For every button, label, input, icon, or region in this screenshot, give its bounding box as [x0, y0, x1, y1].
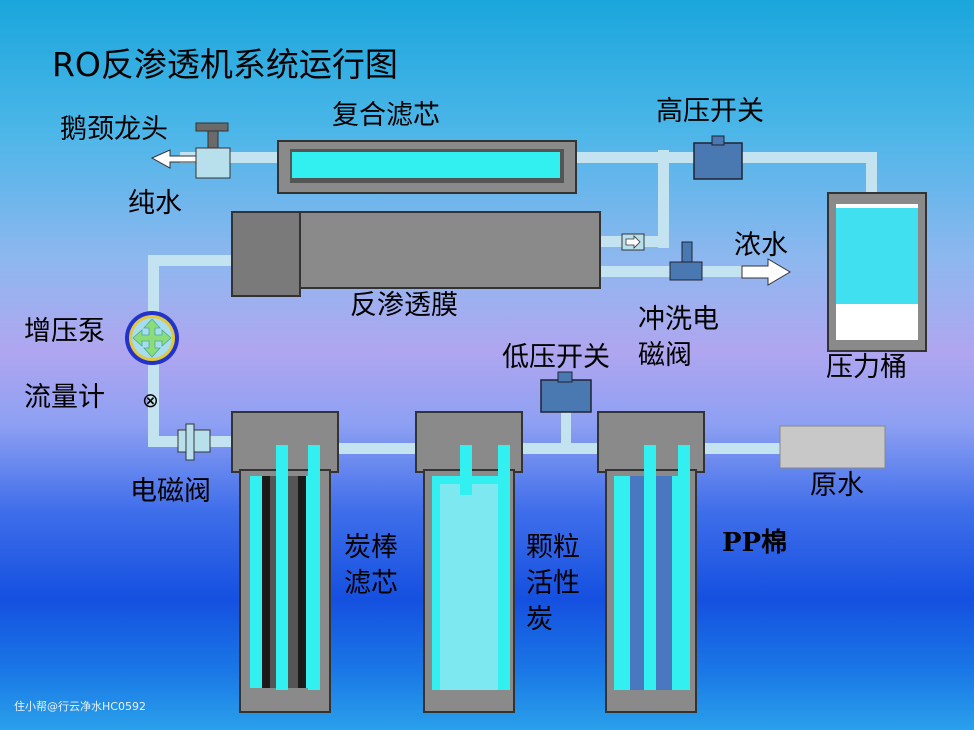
label-flush-valve-2: 磁阀	[638, 340, 692, 371]
label-composite-filter: 复合滤芯	[332, 100, 440, 131]
composite-filter	[277, 140, 577, 194]
diagram-title: RO反渗透机系统运行图	[52, 45, 398, 84]
high-pressure-switch	[693, 142, 743, 180]
label-gooseneck-faucet: 鹅颈龙头	[60, 114, 168, 145]
label-raw-water: 原水	[810, 470, 864, 501]
label-carbon-block-1: 炭棒	[344, 532, 398, 563]
label-solenoid-valve: 电磁阀	[130, 476, 211, 507]
inlet-solenoid-valve	[177, 423, 211, 461]
flush-solenoid-valve	[669, 241, 703, 281]
label-high-pressure-switch: 高压开关	[656, 96, 764, 127]
watermark: 住小帮@行云净水HC0592	[14, 700, 146, 713]
gac-filter	[415, 411, 523, 713]
pp-cotton-filter	[597, 411, 705, 713]
label-pure-water: 纯水	[128, 188, 182, 219]
label-ro-membrane: 反渗透膜	[350, 290, 458, 321]
label-gac-2: 活性	[526, 568, 580, 599]
low-pressure-switch	[540, 379, 592, 413]
label-pressure-tank: 压力桶	[826, 352, 907, 383]
pressure-tank	[827, 192, 927, 352]
label-pp-cotton: PP棉	[722, 528, 788, 558]
ro-membrane	[231, 211, 645, 297]
carbon-block-filter	[231, 411, 339, 713]
concentrate-arrow	[741, 258, 791, 286]
raw-water-inlet	[779, 425, 886, 469]
label-booster-pump: 增压泵	[24, 316, 105, 347]
label-concentrate: 浓水	[734, 230, 788, 261]
label-flush-valve-1: 冲洗电	[638, 304, 719, 335]
label-gac-3: 炭	[526, 604, 553, 635]
pipe-network	[148, 150, 877, 454]
label-flow-meter: 流量计	[24, 382, 105, 413]
label-carbon-block-2: 滤芯	[344, 568, 398, 599]
booster-pump	[125, 311, 179, 365]
label-low-pressure-switch: 低压开关	[502, 342, 610, 373]
gooseneck-faucet	[150, 122, 231, 179]
label-gac-1: 颗粒	[526, 532, 580, 563]
flow-meter-symbol: ⊗	[142, 388, 159, 412]
